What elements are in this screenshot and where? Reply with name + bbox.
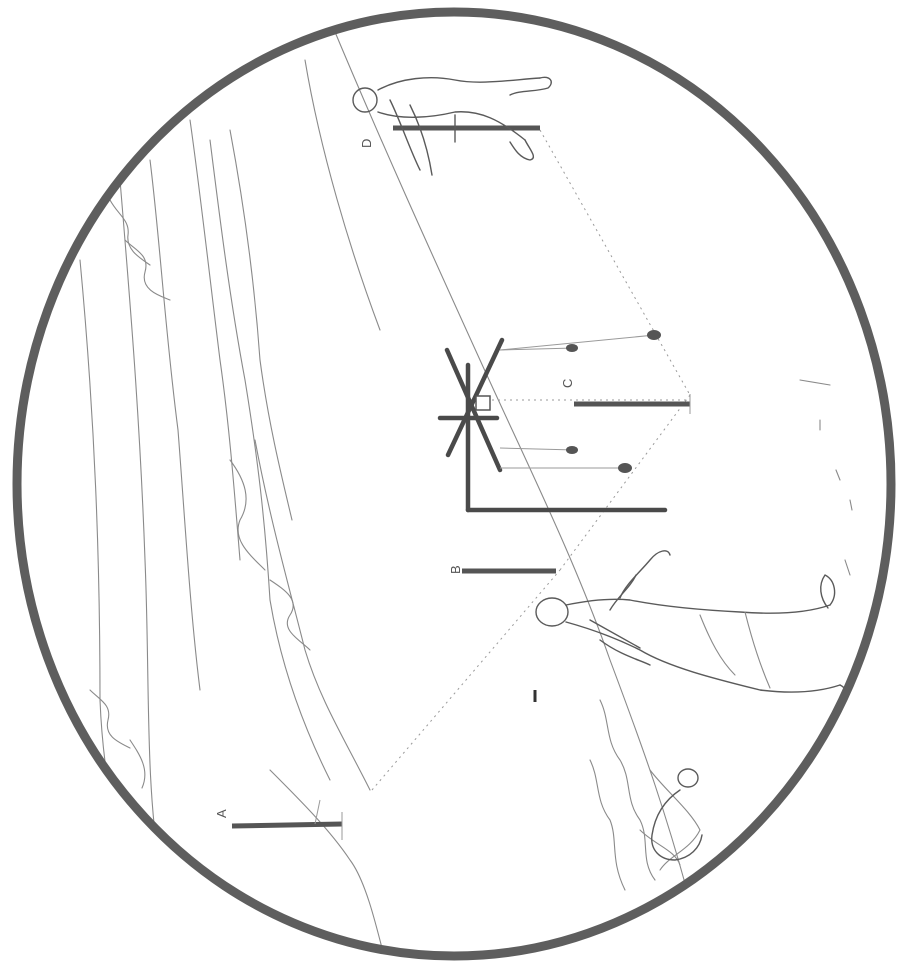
level-instrument-c: [440, 330, 690, 510]
label-d: D: [359, 139, 374, 148]
seated-figure: [652, 769, 702, 860]
lens-frame: [17, 12, 891, 956]
staff-d: [393, 115, 540, 142]
sight-lines: [372, 130, 690, 790]
vegetation-sketch: [590, 380, 852, 890]
label-a: A: [214, 809, 229, 818]
ground-line: [330, 20, 700, 940]
label-b: B: [448, 565, 463, 574]
label-c: C: [560, 379, 575, 388]
surveyor-middle-figure: [536, 551, 847, 702]
staff-a: [232, 800, 342, 840]
